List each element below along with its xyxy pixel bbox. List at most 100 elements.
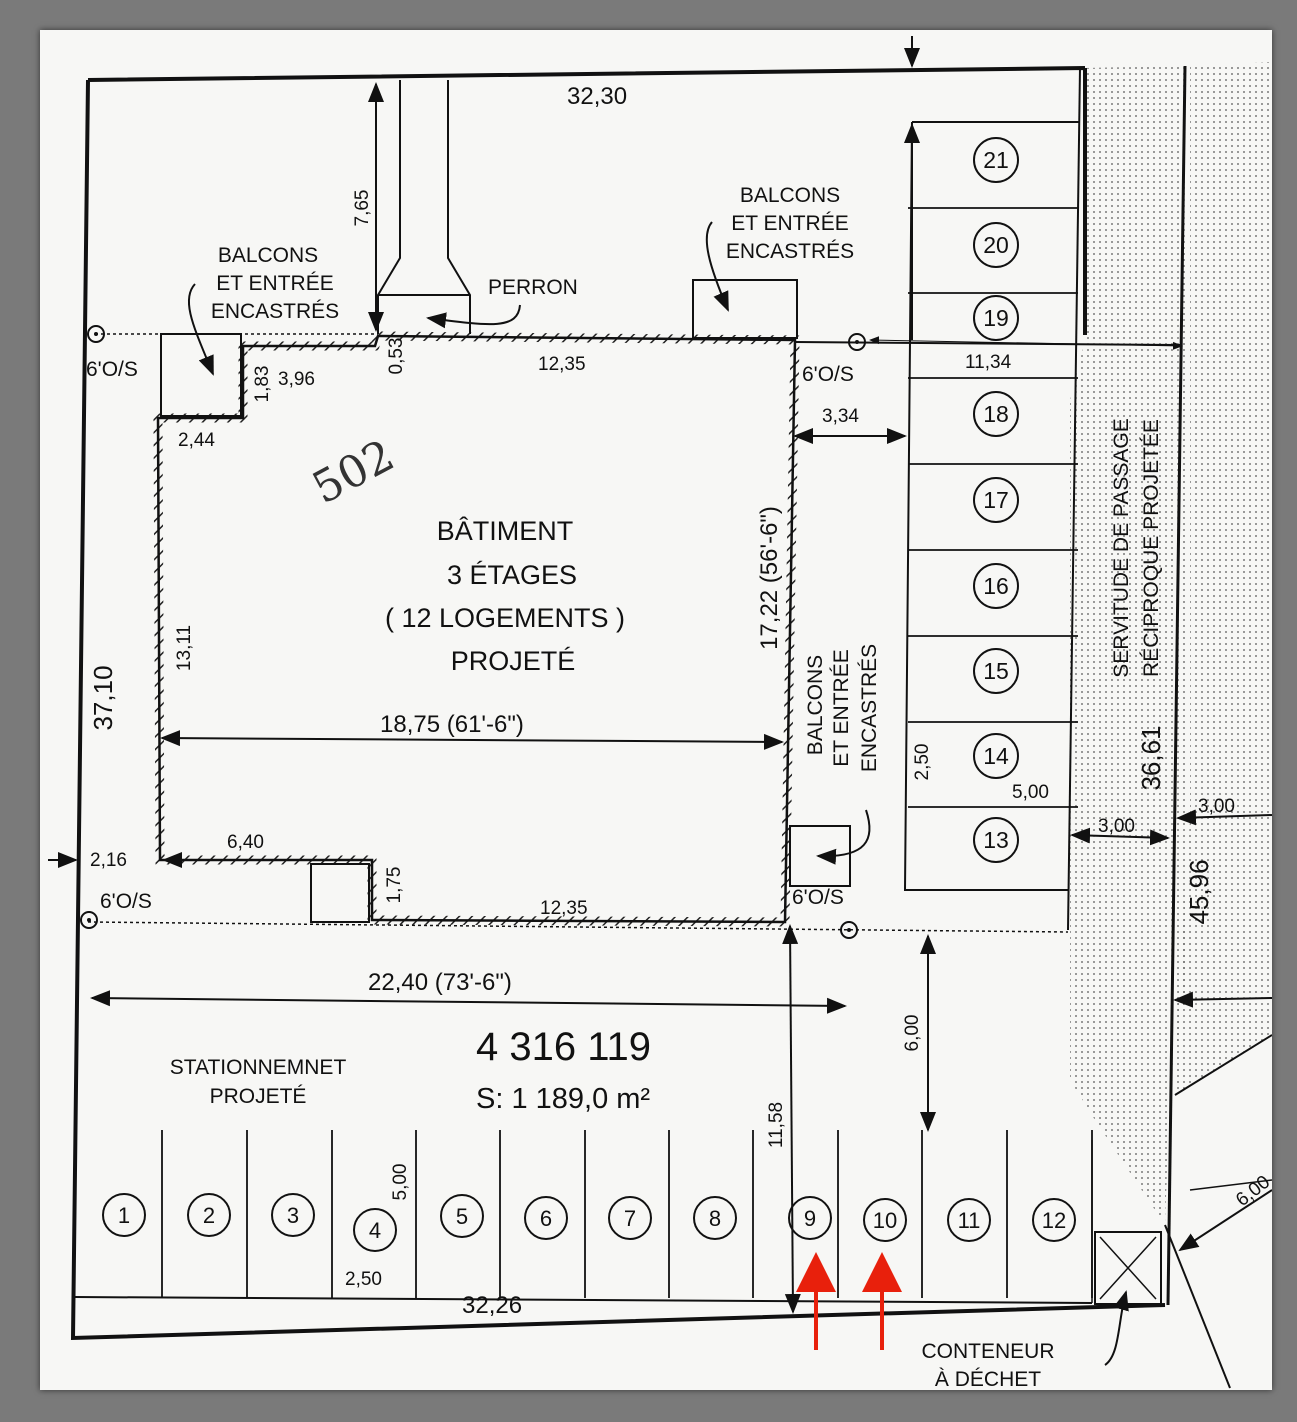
lot-number: 4 316 119 <box>476 1025 651 1069</box>
building-title-1: BÂTIMENT <box>437 515 574 546</box>
stall-circle <box>788 1196 832 1240</box>
building-outline <box>156 334 797 924</box>
balcony-box-left <box>160 333 242 417</box>
stall-number: 12 <box>1042 1208 1066 1233</box>
stall-circle <box>440 1194 484 1238</box>
dim-building-width: 18,75 (61'-6") <box>380 711 524 738</box>
survey-marker <box>80 911 98 929</box>
stall-circle <box>973 733 1019 779</box>
survey-marker <box>94 332 98 336</box>
stall-number: 19 <box>983 305 1009 331</box>
dim-stall-w: 2,50 <box>912 744 933 781</box>
building-title-2: 3 ÉTAGES <box>447 560 577 590</box>
parking-label-1: STATIONNEMNET <box>170 1056 347 1079</box>
dim-perron-gap: 0,53 <box>386 338 407 375</box>
leader-balcons-left <box>187 283 214 376</box>
survey-marker <box>848 333 866 351</box>
bottom-stall-dividers <box>161 1130 1093 1298</box>
balcons-left-3: ENCASTRÉS <box>211 300 339 323</box>
dim-right: 45,96 <box>1184 859 1214 924</box>
balcons-top-2: ET ENTRÉE <box>731 212 848 235</box>
dim-lot-width <box>90 990 847 1014</box>
dim-servitude: 36,61 <box>1136 725 1166 790</box>
stall-circle <box>608 1196 652 1240</box>
stall-circle <box>1032 1198 1076 1242</box>
dim-right-gap: 3,34 <box>822 406 859 427</box>
servitude-zone <box>1070 66 1185 1225</box>
dim-front: 7,65 <box>352 190 373 227</box>
dim-aisle: 6,00 <box>902 1015 923 1052</box>
stall-number: 5 <box>456 1204 468 1229</box>
balcons-right-1: BALCONS <box>804 655 827 755</box>
dim-corner: 2,16 <box>90 850 127 871</box>
stall-number: 3 <box>287 1203 299 1228</box>
dim-left: 37,10 <box>88 665 118 730</box>
stall-number: 10 <box>873 1208 897 1233</box>
building-title-4: PROJETÉ <box>451 646 576 676</box>
container-x <box>1099 1236 1157 1300</box>
stall-circle <box>524 1196 568 1240</box>
servitude-label-2: RÉCIPROQUE PROJETÉE <box>1140 419 1163 677</box>
perron-label: PERRON <box>488 276 578 299</box>
stall-number: 1 <box>118 1203 130 1228</box>
dim-lot-width: 22,40 (73'-6") <box>368 969 512 996</box>
tick-right <box>1176 809 1272 826</box>
leader-perron <box>426 304 521 329</box>
offset-label-bottom-right: 6'O/S <box>792 886 844 909</box>
stall-number: 15 <box>983 658 1009 684</box>
stall-circle <box>973 137 1019 183</box>
stall-circle <box>693 1196 737 1240</box>
entry-line-2 <box>1189 1179 1272 1191</box>
stall-circle <box>187 1193 231 1237</box>
dim-stall-w2: 2,50 <box>345 1269 382 1290</box>
stall-number: 7 <box>624 1206 636 1231</box>
conteneur-label-1: CONTENEUR <box>921 1340 1054 1363</box>
dim-front-setback: 11,58 <box>766 1102 787 1148</box>
dim-building-bottom: 12,35 <box>540 898 588 919</box>
balcons-top-3: ENCASTRÉS <box>726 240 854 263</box>
stall-number: 11 <box>958 1208 981 1233</box>
stall-number: 6 <box>540 1206 552 1231</box>
stall-number: 9 <box>804 1206 816 1231</box>
stall-number: 14 <box>983 743 1009 769</box>
servitude-line <box>1067 67 1081 931</box>
dim-notch-h: 1,83 <box>252 366 273 403</box>
stall-circle <box>973 648 1019 694</box>
balcons-right-3: ENCASTRÉS <box>858 644 881 772</box>
balcons-right-2: ET ENTRÉE <box>830 649 853 766</box>
balcony-box-top <box>692 279 798 339</box>
stall-circle <box>353 1208 397 1252</box>
right-stall-dividers <box>908 207 1078 808</box>
dim-right-parking: 11,34 <box>965 352 1012 373</box>
dim-bottom: 32,26 <box>462 1292 522 1319</box>
stall-number: 21 <box>983 147 1009 173</box>
stall-circle <box>973 817 1019 863</box>
survey-marker <box>855 340 859 344</box>
stall-circle <box>271 1193 315 1237</box>
entry-line <box>1164 1224 1231 1389</box>
dim-building-width <box>160 730 784 750</box>
stall-circle <box>973 477 1019 523</box>
leader-balcons-top <box>705 221 729 312</box>
dim-corner-entry: 6,00 <box>1232 1172 1272 1211</box>
leader-6os <box>869 336 1183 350</box>
stall-number: 13 <box>983 827 1009 853</box>
stall-circle <box>947 1198 991 1242</box>
stall-circle <box>102 1193 146 1237</box>
building-title-3: ( 12 LOGEMENTS ) <box>385 603 625 633</box>
balcons-top-1: BALCONS <box>740 184 840 207</box>
survey-marker <box>87 325 105 343</box>
stall-circle <box>973 391 1019 437</box>
dim-building-top: 12,35 <box>538 354 586 375</box>
servitude-zone-right <box>1175 62 1272 1095</box>
dim-front-setback <box>782 924 801 1314</box>
perron-outline <box>377 80 471 334</box>
balcons-left-1: BALCONS <box>218 244 318 267</box>
lot-boundary <box>70 66 1166 1341</box>
conteneur-label-2: À DÉCHET <box>935 1368 1041 1390</box>
stall-circle <box>973 563 1019 609</box>
